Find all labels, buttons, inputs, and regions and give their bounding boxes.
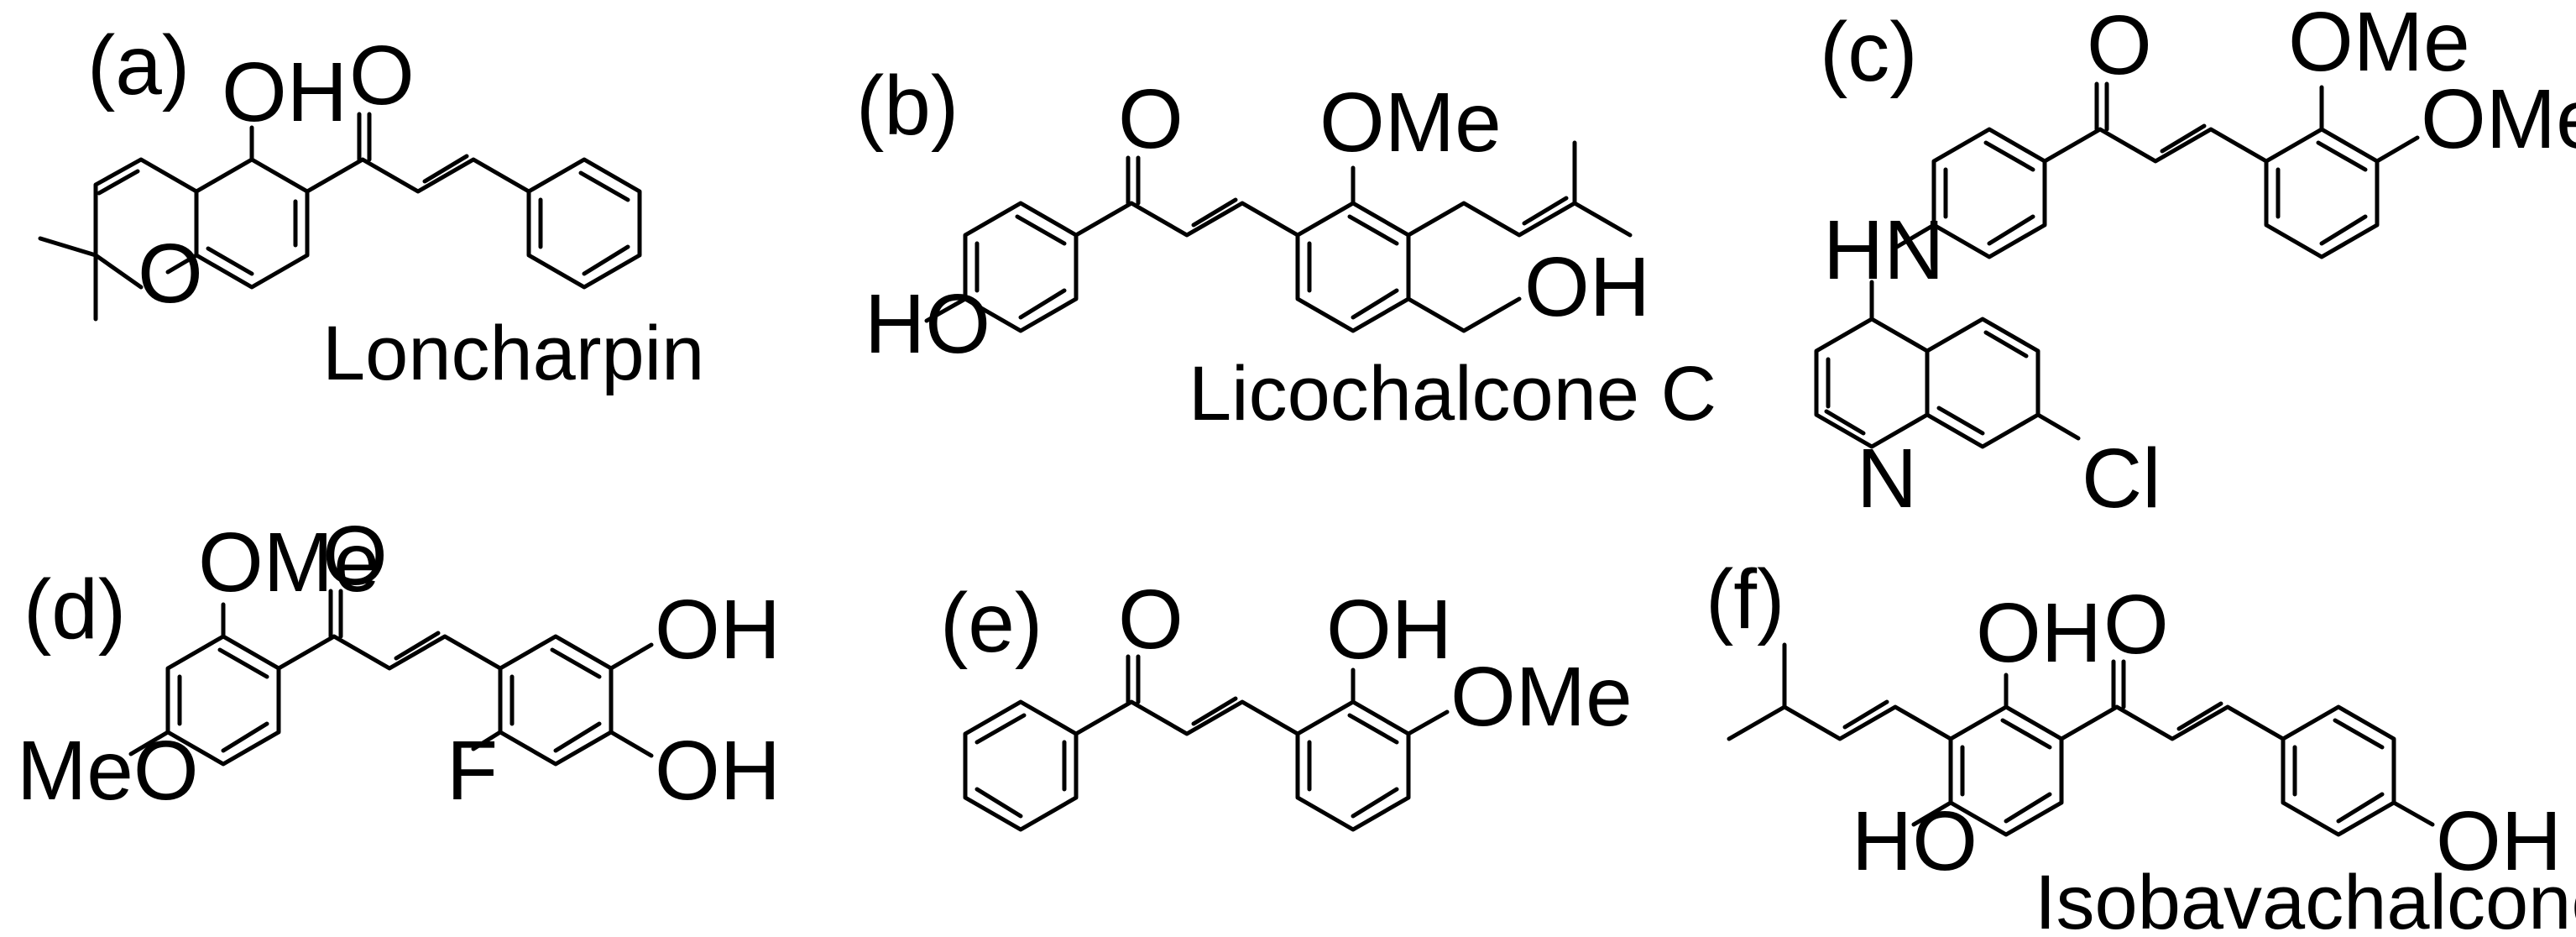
panel-a-carbonyl-o: O (349, 29, 415, 123)
panel-b-carbonyl-o: O (1118, 72, 1183, 166)
panel-c-chloro: Cl (2082, 432, 2161, 526)
panel-f: (f) OH HO OH O Isobavachalcone (1706, 552, 2576, 937)
panel-b-hydroxyl: HO (865, 277, 990, 371)
panel-b-hydroxymethyl: OH (1524, 240, 1650, 334)
panel-e: (e) O OH OMe (940, 573, 1633, 832)
panel-c-methoxy-1: OMe (2288, 0, 2470, 89)
panel-c-methoxy-2: OMe (2421, 72, 2576, 166)
panel-b: (b) HO O OMe OH Licochalcone C (856, 59, 1716, 437)
panel-d-methoxy-1: OMe (198, 516, 380, 610)
panel-e-label: (e) (940, 576, 1042, 670)
panel-d-carbonyl-o: O (322, 509, 388, 603)
panel-f-hydroxyl-2: HO (1852, 794, 1978, 888)
panel-c-bonds (1814, 81, 2420, 449)
panel-e-methoxy: OMe (1450, 650, 1633, 744)
panel-b-name: Licochalcone C (1189, 351, 1716, 437)
panel-d-bonds (128, 589, 654, 767)
panel-d: (d) OMe MeO O OH OH F (17, 509, 781, 818)
panel-f-name: Isobavachalcone (2035, 860, 2576, 937)
panel-f-carbonyl-o: O (2103, 578, 2169, 672)
panel-b-bonds (924, 140, 1633, 333)
panel-c-label: (c) (1820, 5, 1918, 99)
panel-a: (a) OH O O Loncharpin (38, 18, 704, 396)
panel-e-hydroxyl: OH (1326, 583, 1452, 677)
panel-d-methoxy-2: MeO (17, 724, 199, 818)
panel-a-label: (a) (87, 18, 190, 113)
panel-d-fluoro: F (447, 724, 498, 818)
panel-a-hydroxyl: OH (222, 45, 347, 139)
panel-f-hydroxyl-1: OH (1976, 586, 2102, 680)
panel-c-carbonyl-o: O (2087, 0, 2152, 92)
panel-f-bonds (1727, 642, 2435, 837)
panel-b-methoxy: OMe (1319, 76, 1502, 170)
panel-a-bonds (38, 112, 642, 322)
panel-c-amine: HN (1823, 203, 1944, 297)
panel-e-bonds (963, 654, 1450, 832)
panel-b-label: (b) (856, 59, 959, 153)
panel-a-name: Loncharpin (322, 311, 704, 396)
panel-c-ring-n: N (1857, 432, 1917, 526)
panel-c: (c) O OMe OMe HN N Cl (1814, 0, 2576, 526)
panel-f-label: (f) (1706, 552, 1784, 646)
panel-d-hydroxyl-1: OH (655, 583, 781, 677)
panel-d-hydroxyl-2: OH (655, 724, 781, 818)
panel-d-label: (d) (24, 563, 126, 657)
panel-f-hydroxyl-3: OH (2436, 794, 2562, 888)
panel-e-carbonyl-o: O (1118, 573, 1183, 667)
panel-a-ring-o: O (138, 227, 203, 321)
